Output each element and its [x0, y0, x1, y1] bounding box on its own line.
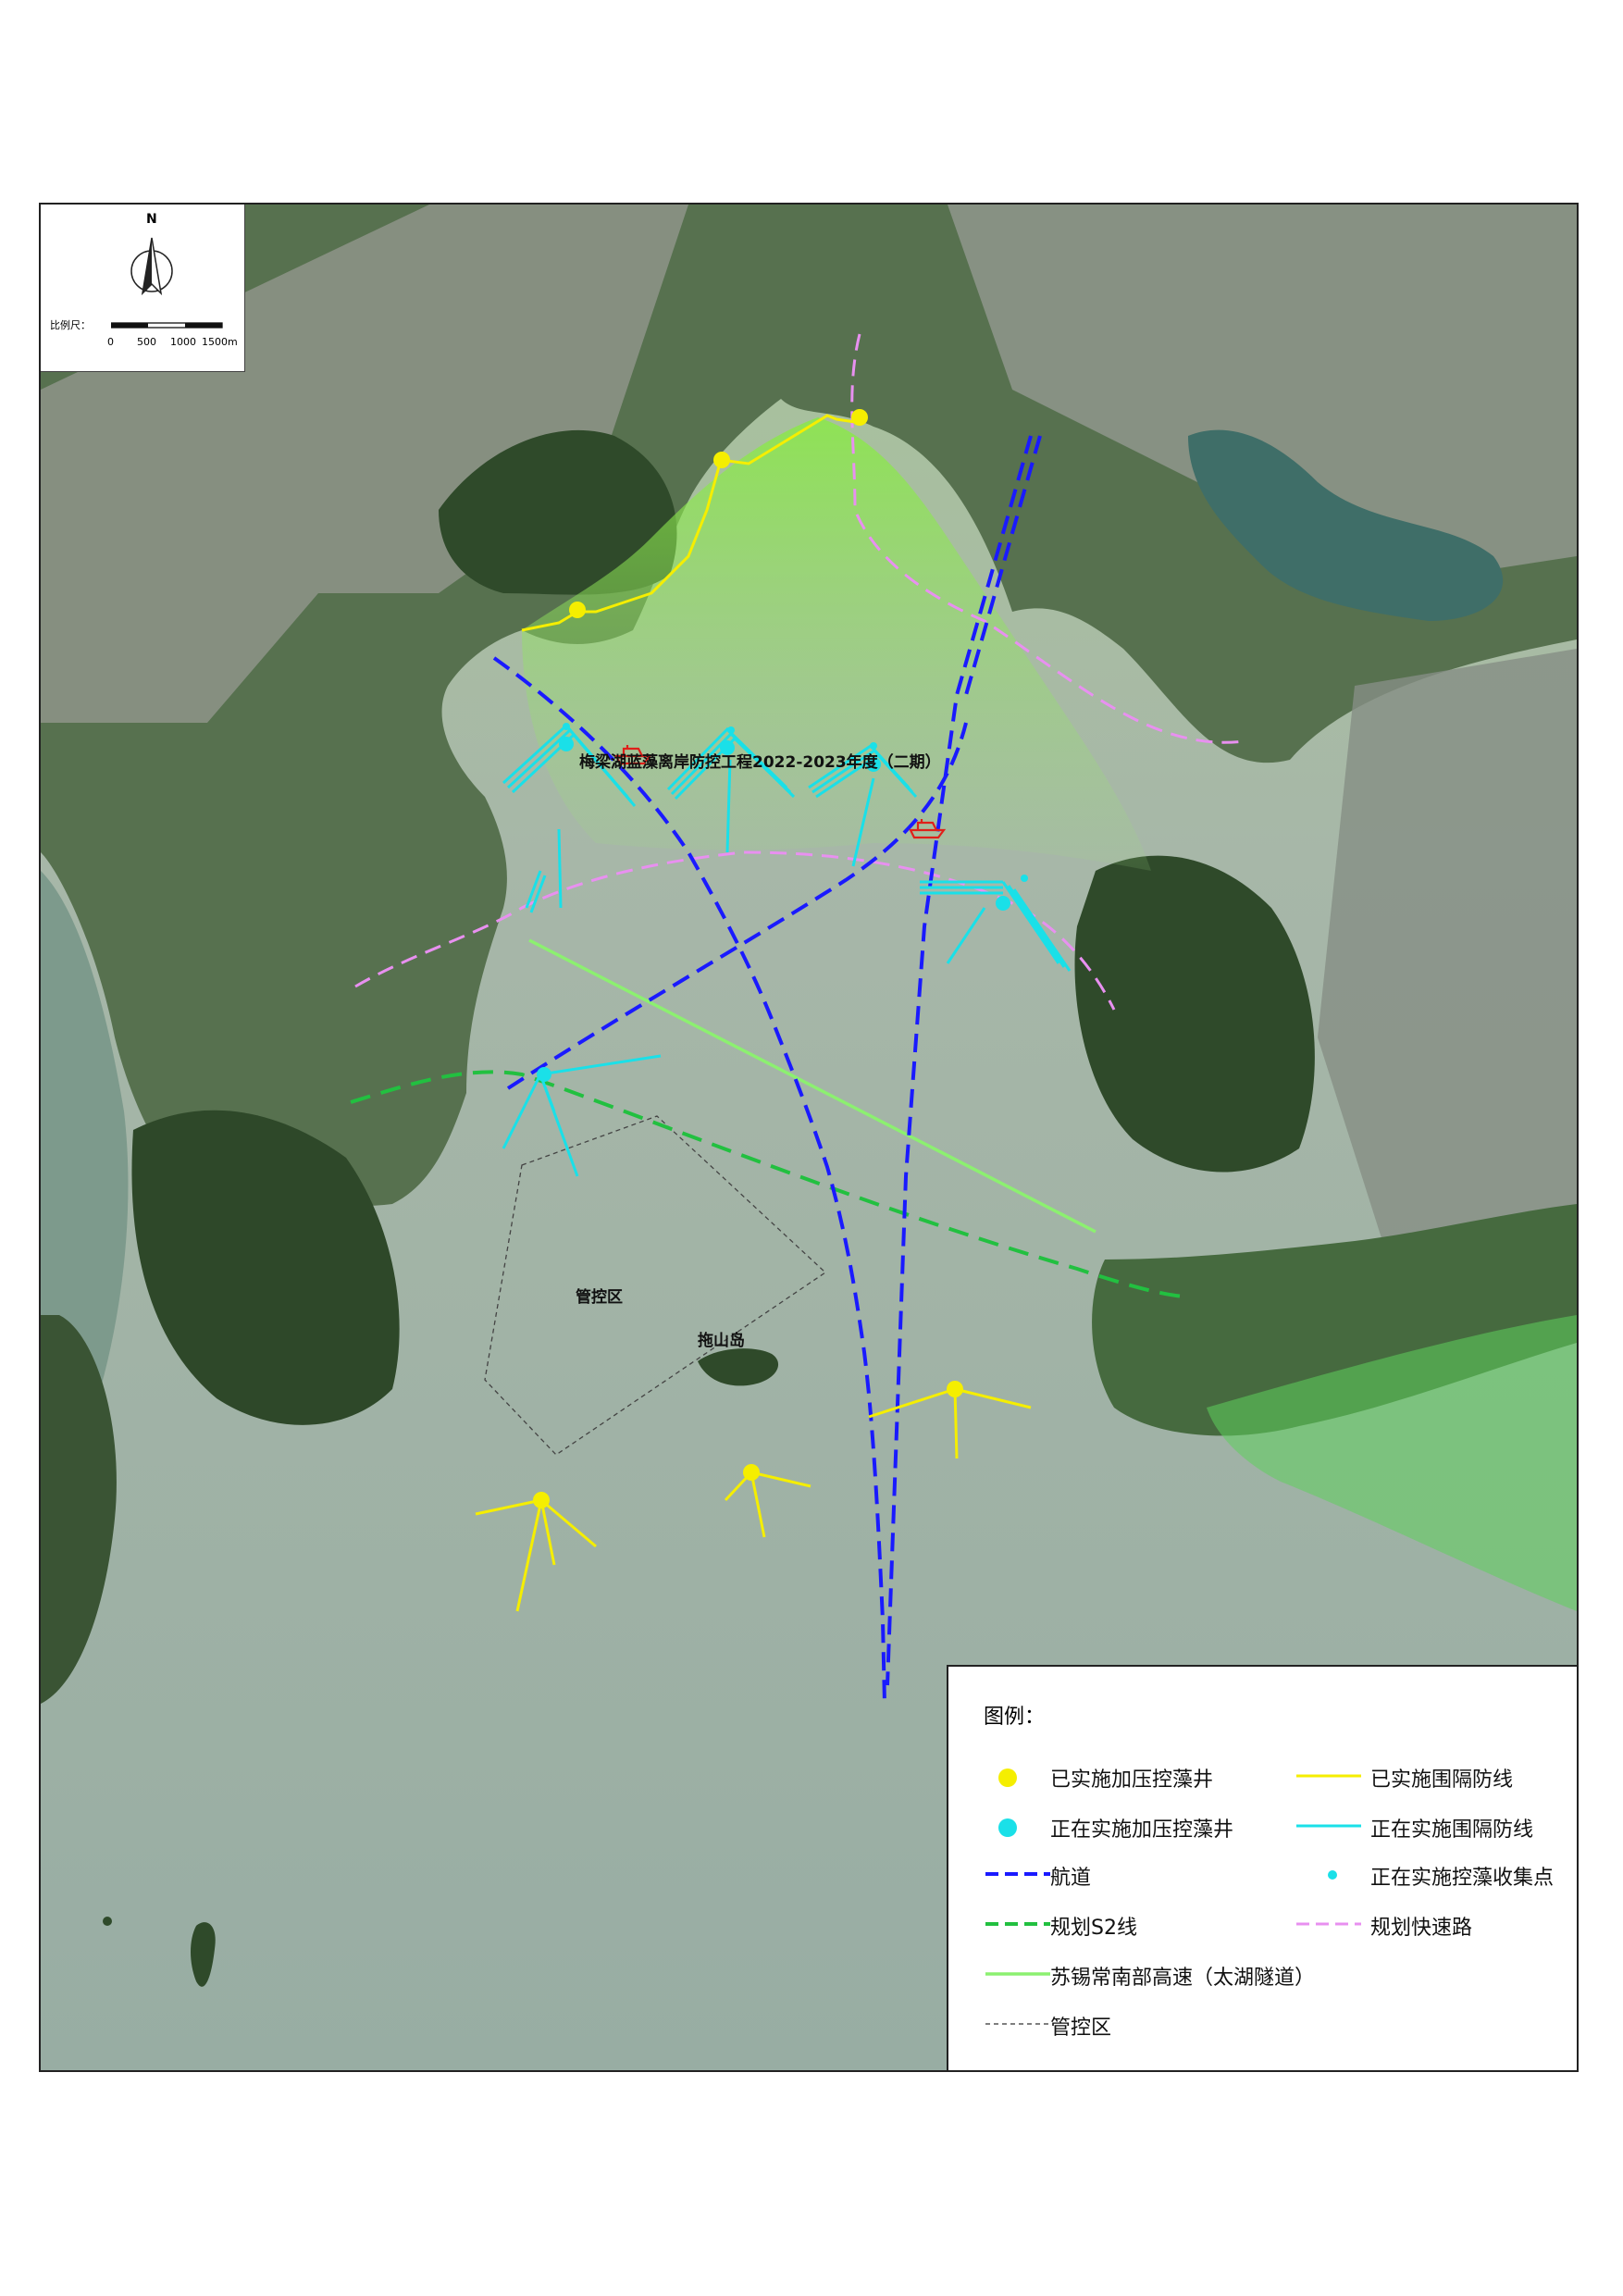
- expressway-tunnel: [528, 938, 1096, 1234]
- north-arrow-scale-box: N 比例尺： 0 500 1000 1500m: [41, 205, 245, 372]
- in-progress-well: [720, 740, 735, 755]
- collection-point: [1021, 875, 1028, 882]
- in-progress-barrier-symbol: [1296, 1824, 1361, 1828]
- scale-bar: [111, 322, 223, 329]
- forest-hills-southwest: [131, 1110, 400, 1425]
- islet: [103, 1917, 112, 1926]
- boat-icon: [909, 819, 947, 839]
- legend-expressway: 苏锡常南部高速（太湖隧道）: [1050, 1967, 1316, 1990]
- control-zone-boundary: [484, 1115, 827, 1456]
- in-progress-well-symbol: [998, 1818, 1017, 1837]
- s2-line-symbol: [985, 1922, 1050, 1926]
- channel-symbol: [985, 1872, 1050, 1876]
- control-zone-symbol: [985, 2023, 1050, 2025]
- scale-tick-500: 500: [137, 336, 156, 348]
- planned-fast-road-2: [354, 850, 1116, 1011]
- legend-in-progress-barrier: 正在实施围隔防线: [1370, 1818, 1534, 1842]
- in-progress-well: [866, 757, 881, 772]
- scale-tick-1000: 1000: [170, 336, 196, 348]
- in-progress-well: [996, 896, 1010, 911]
- implemented-well: [743, 1464, 760, 1481]
- forest-hills-north: [439, 429, 677, 595]
- map-frame: 梅梁湖蓝藻离岸防控工程2022-2023年度（二期） 管控区 拖山岛 N 比例尺…: [39, 203, 1579, 2072]
- legend-fast-road: 规划快速路: [1370, 1917, 1473, 1940]
- scale-tick-1500: 1500m: [202, 336, 238, 348]
- collection-point: [727, 726, 735, 734]
- forest-hills-east: [1074, 855, 1315, 1173]
- shipping-channel-diagonal: [506, 722, 968, 1090]
- algae-bloom-southeast: [1207, 1315, 1577, 1611]
- implemented-barrier-symbol: [1296, 1774, 1361, 1778]
- island-label: 拖山岛: [698, 1332, 745, 1350]
- algae-bloom-north: [522, 417, 1151, 871]
- implemented-well: [569, 602, 586, 618]
- legend-implemented-well: 已实施加压控藻井: [1050, 1769, 1214, 1792]
- tuoshan-island: [698, 1348, 779, 1386]
- shipping-channel-3: [964, 435, 1042, 696]
- collection-point: [563, 723, 570, 730]
- shipping-channel-2: [886, 435, 1033, 1686]
- inland-lake-east: [1188, 429, 1504, 621]
- in-progress-well: [559, 737, 574, 751]
- urban-east: [1318, 649, 1577, 1241]
- forest-peninsula-west: [41, 1315, 117, 1704]
- legend-collection-point: 正在实施控藻收集点: [1370, 1867, 1555, 1890]
- collection-point: [870, 742, 877, 750]
- legend-implemented-barrier: 已实施围隔防线: [1370, 1769, 1514, 1792]
- project-title-label: 梅梁湖蓝藻离岸防控工程2022-2023年度（二期）: [579, 753, 941, 772]
- urban-northeast: [948, 205, 1577, 593]
- implemented-well: [947, 1381, 963, 1397]
- implemented-well-symbol: [998, 1769, 1017, 1787]
- legend-channel: 航道: [1050, 1867, 1092, 1890]
- implemented-well: [713, 452, 730, 468]
- satellite-map: [41, 205, 1577, 2070]
- control-zone-label: 管控区: [576, 1288, 623, 1307]
- north-arrow-icon: [130, 237, 173, 296]
- fast-road-symbol: [1296, 1922, 1361, 1926]
- implemented-well: [851, 409, 868, 426]
- legend-control-zone: 管控区: [1050, 2017, 1112, 2040]
- collection-point-symbol: [1328, 1870, 1337, 1880]
- north-letter: N: [146, 212, 157, 227]
- legend-in-progress-well: 正在实施加压控藻井: [1050, 1818, 1234, 1842]
- implemented-well: [533, 1492, 550, 1508]
- small-island: [191, 1922, 216, 1987]
- planned-fast-road: [850, 333, 1245, 744]
- planned-s2-line: [350, 1070, 1189, 1298]
- boat-icon: [614, 745, 652, 765]
- implemented-fans-south: [475, 1387, 1032, 1612]
- legend-box: 图例： 已实施加压控藻井 已实施围隔防线 正在实施加压控藻井 正在实施围隔防线 …: [947, 1665, 1577, 2070]
- scale-bar-prefix: 比例尺：: [50, 319, 91, 331]
- expressway-symbol: [985, 1972, 1050, 1976]
- legend-s2-line: 规划S2线: [1050, 1917, 1137, 1940]
- legend-title: 图例：: [984, 1706, 1046, 1729]
- scale-tick-0: 0: [107, 336, 114, 348]
- in-progress-well: [537, 1067, 551, 1082]
